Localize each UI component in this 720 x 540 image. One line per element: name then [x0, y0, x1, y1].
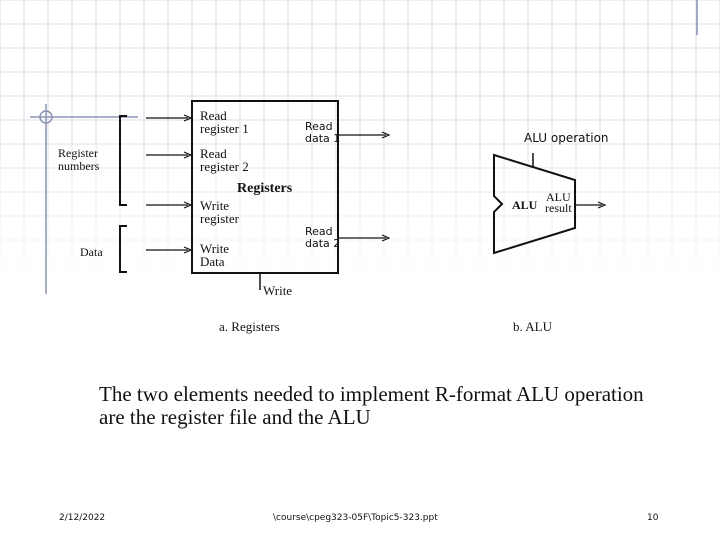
input-arrow-write-register — [146, 201, 193, 209]
register-file-title: Registers — [237, 181, 293, 196]
write-register-label: Write register — [200, 198, 239, 226]
input-arrow-write-data — [146, 246, 193, 254]
alu-result-label: ALU result — [545, 190, 572, 215]
data-bracket — [119, 225, 127, 273]
register-numbers-bracket — [119, 115, 127, 206]
output-arrow-read-data-1 — [338, 131, 391, 139]
input-arrow-read-register-1 — [146, 114, 193, 122]
alu-result-arrow — [575, 201, 607, 209]
read-data-1-label: Read data 1 — [305, 120, 341, 145]
footer-path: \course\cpeg323-05F\Topic5-323.ppt — [273, 513, 438, 523]
footer-date: 2/12/2022 — [59, 513, 106, 523]
guide-circle — [39, 110, 53, 124]
alu-label: ALU — [512, 198, 538, 212]
read-register-2-label: Read register 2 — [200, 146, 249, 174]
alu-operation-label: ALU operation — [524, 131, 609, 145]
registers-caption: a. Registers — [219, 319, 280, 334]
data-label: Data — [80, 245, 103, 259]
read-register-1-label: Read register 1 — [200, 108, 249, 136]
input-arrow-read-register-2 — [146, 151, 193, 159]
output-arrow-read-data-2 — [338, 234, 391, 242]
register-file-box — [191, 100, 339, 274]
alu-shape — [493, 153, 576, 255]
register-numbers-label: Register numbers — [58, 146, 100, 173]
write-control-label: Write — [263, 283, 293, 298]
read-data-2-label: Read data 2 — [305, 225, 341, 250]
footer-page-number: 10 — [647, 513, 659, 523]
write-data-label: Write Data — [200, 241, 230, 269]
alu-caption: b. ALU — [513, 319, 552, 334]
slide-text: The two elements needed to implement R-f… — [99, 382, 644, 429]
